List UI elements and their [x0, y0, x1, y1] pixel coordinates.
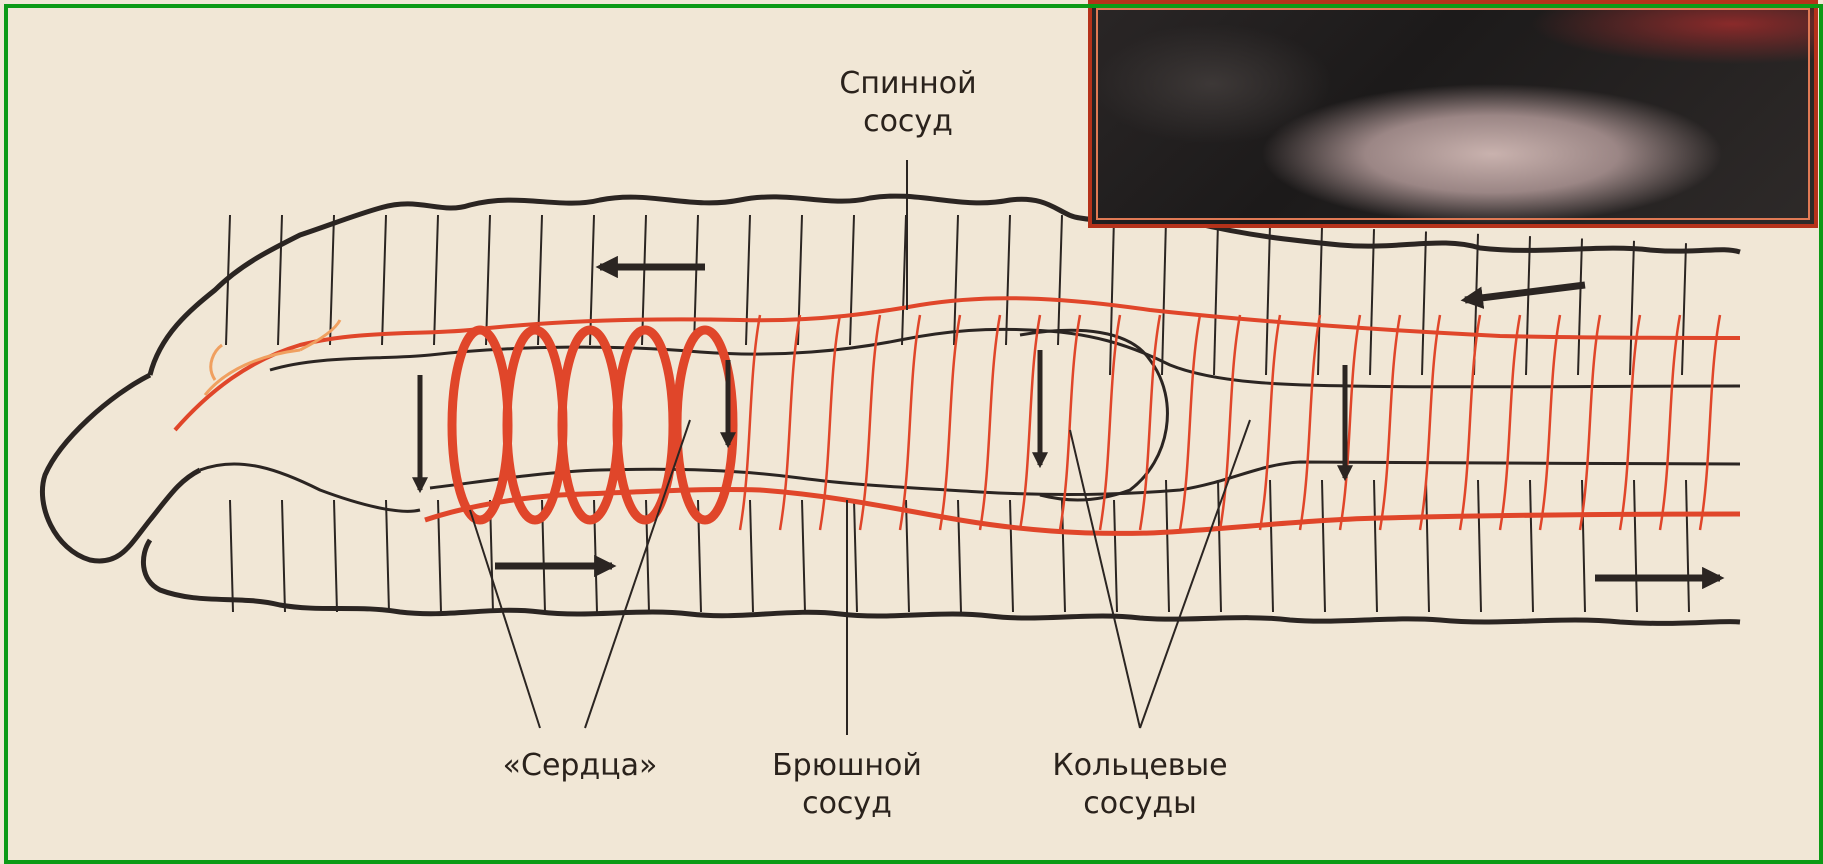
ring-vessel — [1460, 315, 1480, 530]
worm-head-outline — [42, 375, 200, 561]
segment-line-lower — [1374, 480, 1377, 612]
label-ventral-line2: сосуд — [752, 785, 942, 823]
heart-loop — [452, 330, 508, 520]
ring-vessel — [1660, 315, 1680, 530]
ring-vessel — [1500, 315, 1520, 530]
leader-hearts-b — [585, 420, 690, 728]
segment-line-upper — [1058, 215, 1062, 345]
leader-hearts-a — [470, 510, 540, 728]
earthworm-photo-inset — [1088, 0, 1818, 228]
label-ring-line2: сосуды — [1030, 785, 1250, 823]
segment-line-upper — [1370, 229, 1374, 375]
ring-vessel — [1540, 315, 1560, 530]
segment-line-lower — [1114, 500, 1117, 612]
segment-line-lower — [334, 500, 337, 612]
segment-line-lower — [958, 500, 961, 612]
segment-line-upper — [694, 215, 698, 345]
ring-vessel — [980, 315, 1000, 530]
segment-line-lower — [1686, 480, 1689, 612]
segment-line-lower — [1426, 480, 1429, 612]
segment-line-upper — [1214, 222, 1218, 375]
label-hearts: «Сердца» — [480, 747, 680, 785]
segment-line-upper — [382, 215, 386, 345]
segment-line-upper — [850, 215, 854, 345]
segment-line-upper — [486, 215, 490, 345]
ring-vessel — [1020, 315, 1040, 530]
segment-line-lower — [750, 500, 753, 612]
segment-line-lower — [802, 500, 805, 612]
segment-line-lower — [1478, 480, 1481, 612]
segment-line-upper — [1422, 231, 1426, 375]
dorsal-vessel — [175, 298, 1740, 430]
arrow-left-icon — [1465, 285, 1585, 300]
segment-line-upper — [1110, 217, 1114, 375]
label-ring-line1: Кольцевые — [1030, 747, 1250, 785]
worm-body-lower-outline — [143, 540, 1740, 623]
segment-line-upper — [1318, 227, 1322, 375]
ring-vessel — [740, 315, 760, 530]
segment-line-lower — [906, 500, 909, 612]
segment-line-upper — [1526, 236, 1530, 375]
ring-vessel — [900, 315, 920, 530]
segment-line-upper — [642, 215, 646, 345]
label-ventral-vessel: Брюшной сосуд — [752, 747, 942, 823]
leader-lines — [470, 160, 1250, 735]
segment-line-lower — [1322, 480, 1325, 612]
segment-line-upper — [746, 215, 750, 345]
segment-line-lower — [386, 500, 389, 612]
label-dorsal-line2: сосуд — [828, 103, 988, 141]
heart-loop — [507, 330, 563, 520]
ring-vessels — [740, 315, 1720, 530]
segment-line-lower — [1634, 480, 1637, 612]
ring-vessel — [1140, 315, 1160, 530]
label-ventral-line1: Брюшной — [752, 747, 942, 785]
segment-line-lower — [230, 500, 233, 612]
segment-line-upper — [278, 215, 282, 345]
label-ring-vessels: Кольцевые сосуды — [1030, 747, 1250, 823]
segment-line-lower — [1270, 480, 1273, 612]
segment-line-upper — [1682, 243, 1686, 375]
label-dorsal-line1: Спинной — [828, 65, 988, 103]
segment-line-lower — [1010, 500, 1013, 612]
ring-vessel — [1380, 315, 1400, 530]
ring-vessel — [1180, 315, 1200, 530]
segment-line-upper — [1578, 238, 1582, 375]
leader-ring-b — [1140, 420, 1250, 728]
segment-line-upper — [1162, 220, 1166, 375]
segment-line-lower — [1530, 480, 1533, 612]
label-dorsal-vessel: Спинной сосуд — [828, 65, 988, 141]
segment-line-upper — [434, 215, 438, 345]
segment-line-upper — [330, 215, 334, 345]
segment-line-lower — [282, 500, 285, 612]
ring-vessel — [1700, 315, 1720, 530]
segment-line-upper — [1006, 215, 1010, 345]
ring-vessel — [780, 315, 800, 530]
segment-line-lower — [854, 500, 857, 612]
ring-vessel — [940, 315, 960, 530]
leader-ring-a — [1070, 430, 1140, 728]
segment-line-upper — [590, 215, 594, 345]
segment-line-lower — [1166, 480, 1169, 612]
segment-line-upper — [902, 215, 906, 345]
ring-vessel — [1300, 315, 1320, 530]
segment-line-upper — [1266, 224, 1270, 375]
